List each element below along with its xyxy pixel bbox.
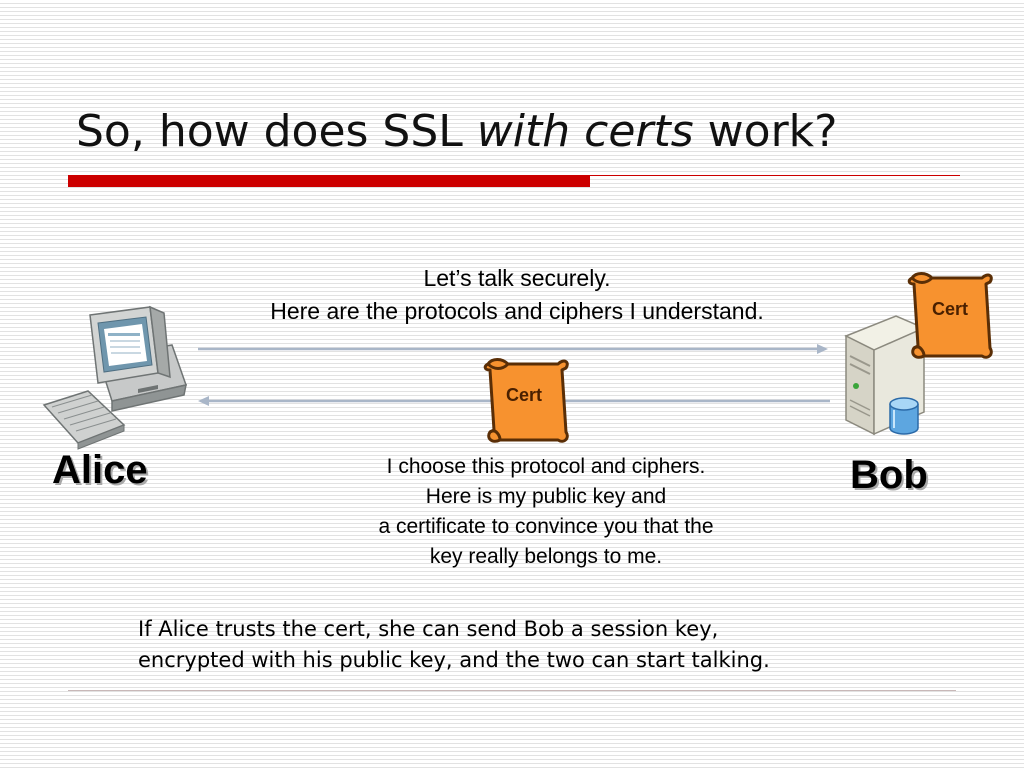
title-underline-thin	[590, 175, 960, 176]
alice-label: Alice	[52, 448, 148, 492]
footer-divider	[68, 690, 956, 691]
server-hello-line: Here is my public key and	[425, 485, 667, 508]
client-hello-line: Here are the protocols and ciphers I und…	[270, 298, 764, 324]
conclusion-line: If Alice trusts the cert, she can send B…	[138, 617, 719, 641]
conclusion-text: If Alice trusts the cert, she can send B…	[138, 614, 938, 676]
server-hello-line: I choose this protocol and ciphers.	[386, 455, 706, 478]
bob-label: Bob	[850, 453, 928, 497]
slide-title: So, how does SSL with certs work?	[76, 106, 838, 157]
scroll-certificate-icon: Cert	[483, 358, 569, 443]
cert-label: Cert	[932, 299, 968, 319]
scroll-certificate-icon: Cert	[907, 272, 993, 359]
computer-icon	[42, 305, 187, 450]
server-hello-line: a certificate to convince you that the	[378, 515, 714, 538]
conclusion-line: encrypted with his public key, and the t…	[138, 648, 770, 672]
client-hello-line: Let’s talk securely.	[423, 265, 611, 291]
title-text: So, how does SSL	[76, 106, 477, 157]
title-underline-accent	[68, 175, 590, 187]
database-icon	[889, 397, 919, 435]
client-hello-message: Let’s talk securely. Here are the protoc…	[190, 262, 844, 328]
cert-label: Cert	[506, 385, 542, 405]
title-text-end: work?	[693, 106, 838, 157]
server-hello-message: I choose this protocol and ciphers. Here…	[300, 452, 792, 572]
title-emphasis: with certs	[476, 106, 694, 157]
server-hello-line: key really belongs to me.	[429, 545, 663, 568]
arrow-alice-to-bob	[198, 344, 828, 354]
